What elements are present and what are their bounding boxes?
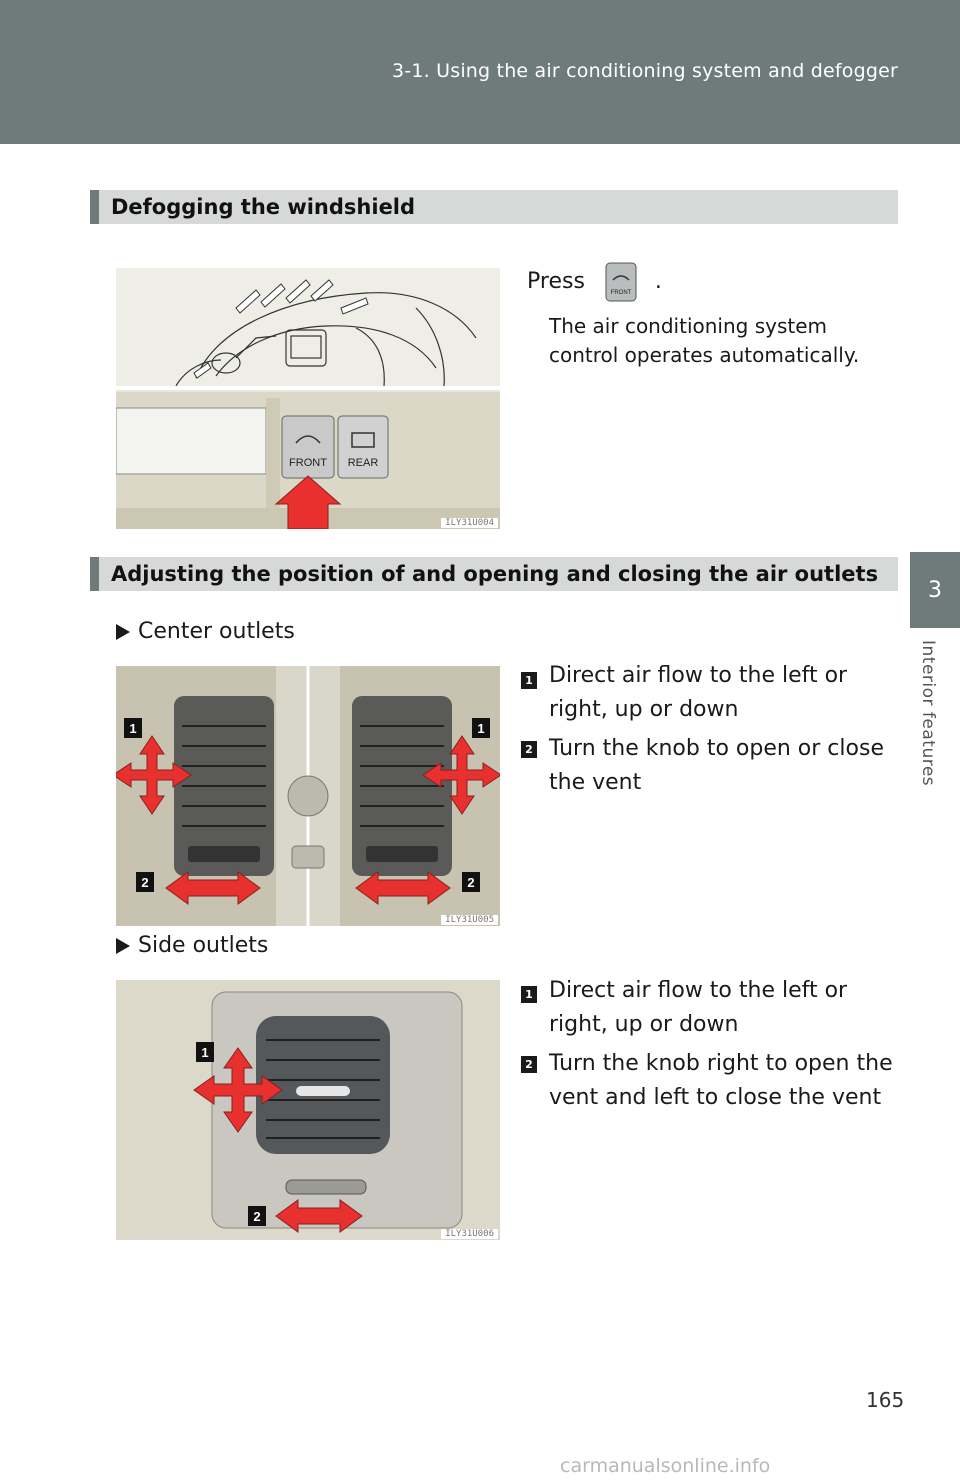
auto-note: The air conditioning system control oper… [549,314,860,367]
side-step-2: Turn the knob right to open the vent and… [549,1051,893,1110]
step-marker-1: 1 [521,672,537,689]
center-step-2: Turn the knob to open or close the vent [549,736,884,795]
center-outlets-figure: 1 1 2 2 ILY31U005 [116,666,500,926]
defog-illustration: FRONT REAR [116,268,500,529]
step-marker-2: 2 [521,1056,537,1073]
press-word: Press [527,269,585,294]
footer-watermark: carmanualsonline.info [560,1455,771,1477]
svg-text:FRONT: FRONT [611,290,632,296]
side-outlets-figure: 1 2 ILY31U006 [116,980,500,1240]
section-heading-defogging: Defogging the windshield [90,190,898,224]
center-outlets-title: Center outlets [116,615,295,649]
page-number: 165 [866,1388,905,1412]
running-header: 3-1. Using the air conditioning system a… [392,60,898,82]
side-step-1: Direct air flow to the left or right, up… [549,978,848,1037]
svg-text:2: 2 [253,1209,260,1224]
figure-code: ILY31U005 [441,915,498,925]
side-outlets-label: Side outlets [138,933,269,958]
defog-figure: FRONT REAR ILY31U004 [116,268,500,529]
side-outlets-illustration: 1 2 [116,980,500,1240]
triangle-bullet-icon [116,624,130,640]
section-heading-outlets: Adjusting the position of and opening an… [90,557,898,591]
step-marker-1: 1 [521,986,537,1003]
svg-text:1: 1 [129,721,136,736]
front-defogger-icon: FRONT [605,262,637,302]
press-end: . [654,269,662,294]
svg-text:2: 2 [141,875,148,890]
svg-text:2: 2 [467,875,474,890]
figure-code: ILY31U004 [441,518,498,528]
rear-button-label: REAR [348,457,379,469]
center-outlets-illustration: 1 1 2 2 [116,666,500,926]
front-button-label: FRONT [289,457,327,469]
svg-text:1: 1 [477,721,484,736]
triangle-bullet-icon [116,938,130,954]
svg-text:1: 1 [201,1045,208,1060]
chapter-label: Interior features [918,640,938,787]
chapter-tab: 3 [910,552,960,628]
step-marker-2: 2 [521,741,537,758]
center-step-1: Direct air flow to the left or right, up… [549,663,848,722]
header-band [0,0,960,144]
side-outlets-title: Side outlets [116,929,268,963]
figure-code: ILY31U006 [441,1229,498,1239]
center-outlets-label: Center outlets [138,619,295,644]
